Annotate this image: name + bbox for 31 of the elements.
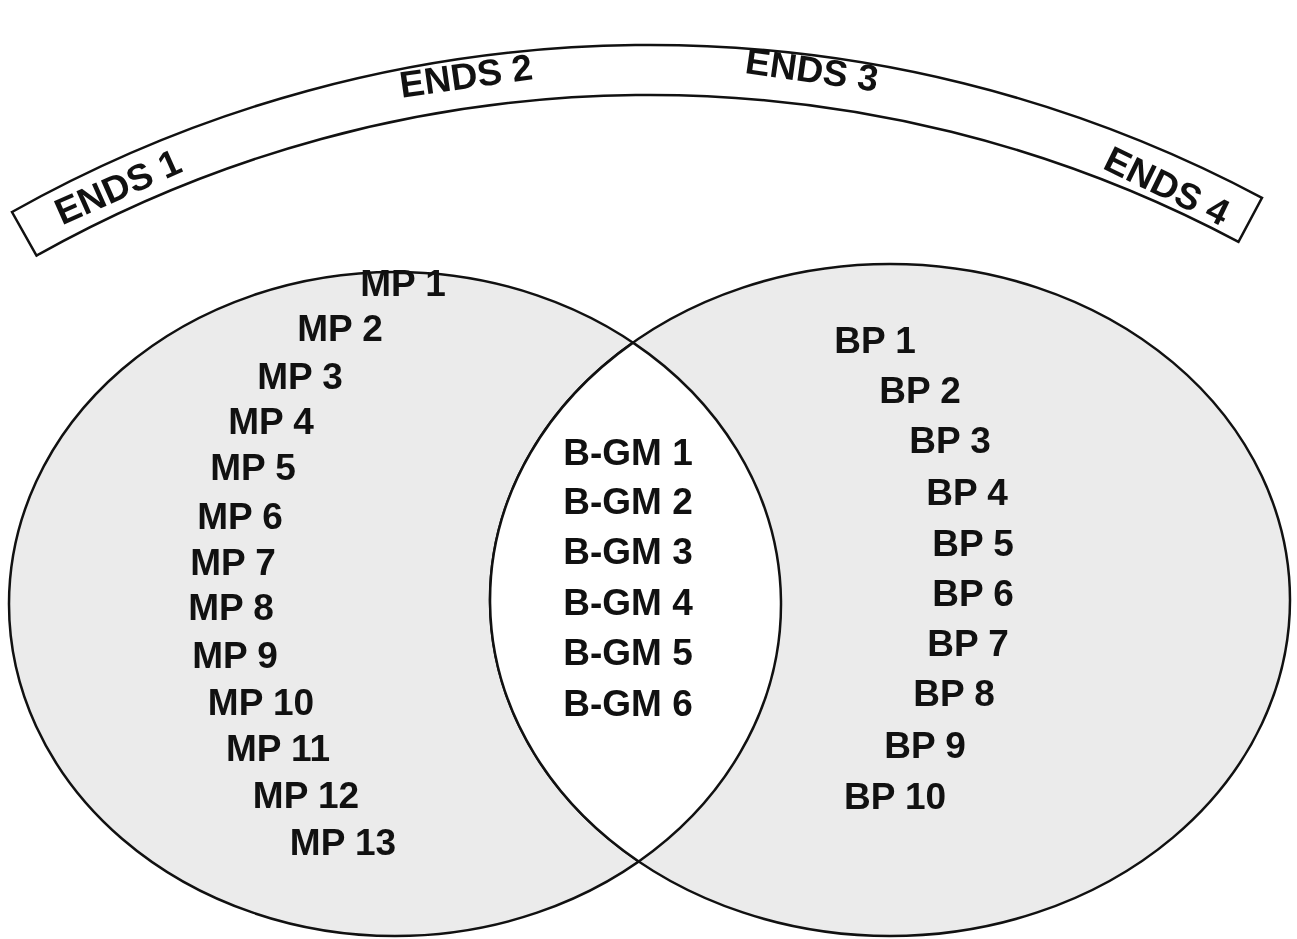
item-label: B-GM 1 bbox=[563, 433, 693, 471]
item-label: MP 3 bbox=[257, 357, 343, 395]
item-label: MP 6 bbox=[197, 497, 283, 535]
item-label: MP 5 bbox=[210, 448, 296, 486]
set-label: ENDS 2 bbox=[397, 48, 535, 104]
item-label: MP 10 bbox=[207, 683, 315, 721]
item-label: BP 4 bbox=[926, 473, 1008, 511]
item-label: MP 4 bbox=[228, 402, 314, 440]
set-label: ENDS 1 bbox=[49, 142, 187, 232]
item-label: B-GM 4 bbox=[563, 583, 693, 621]
item-label: B-GM 6 bbox=[563, 684, 693, 722]
item-label: B-GM 3 bbox=[563, 532, 693, 570]
item-label: B-GM 2 bbox=[563, 482, 693, 520]
item-label: BP 7 bbox=[927, 624, 1009, 662]
item-label: BP 9 bbox=[884, 726, 966, 764]
item-label: BP 1 bbox=[834, 321, 916, 359]
item-label: B-GM 5 bbox=[563, 633, 693, 671]
item-label: BP 2 bbox=[879, 371, 961, 409]
item-label: BP 3 bbox=[909, 421, 991, 459]
item-label: MP 7 bbox=[190, 543, 276, 581]
item-label: MP 2 bbox=[297, 309, 383, 347]
item-label: MP 11 bbox=[225, 729, 331, 767]
item-label: MP 13 bbox=[289, 823, 397, 861]
item-label: MP 12 bbox=[252, 776, 360, 814]
item-label: BP 6 bbox=[932, 574, 1014, 612]
item-label: MP 9 bbox=[192, 636, 278, 674]
item-label: BP 10 bbox=[843, 777, 947, 815]
item-label: BP 8 bbox=[913, 674, 995, 712]
item-label: MP 8 bbox=[188, 588, 274, 626]
set-label: ENDS 3 bbox=[743, 42, 881, 98]
item-label: BP 5 bbox=[932, 524, 1014, 562]
